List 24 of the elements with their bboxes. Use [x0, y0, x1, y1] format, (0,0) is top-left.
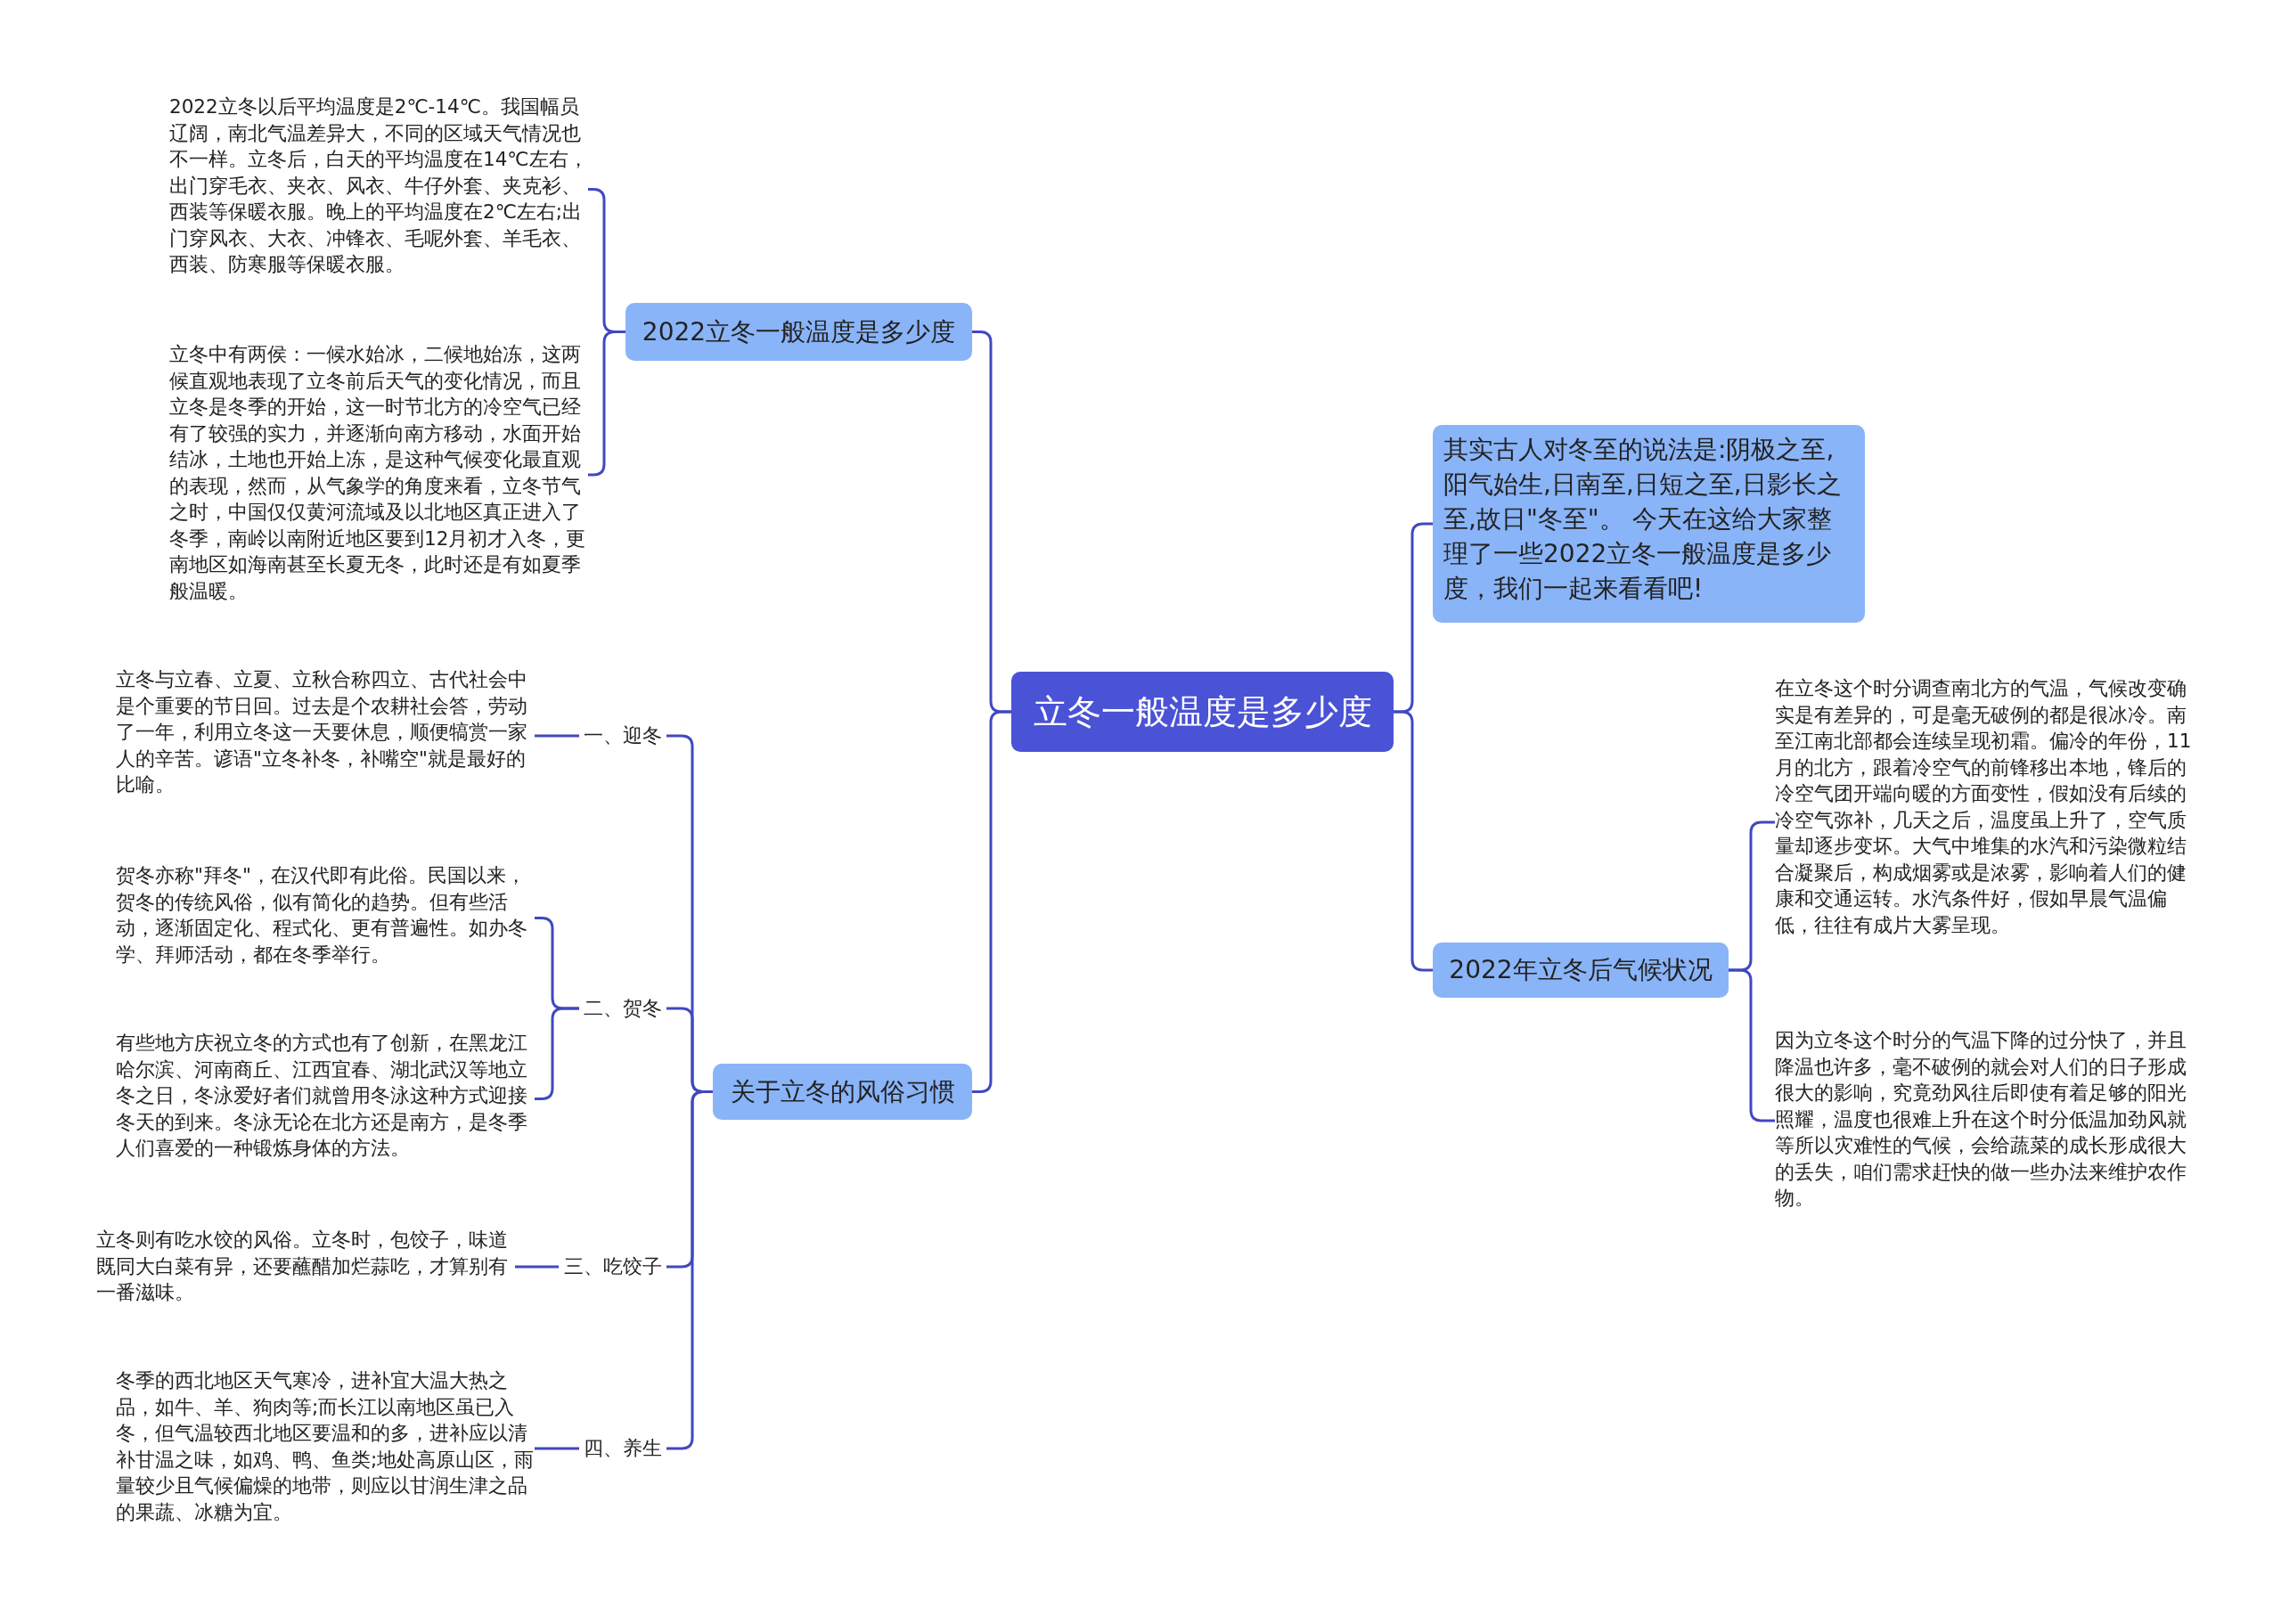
connector-line — [515, 1265, 559, 1269]
connector-line — [535, 1447, 579, 1450]
connector-line — [1394, 710, 1433, 972]
note-text: 因为立冬这个时分的气温下降的过分快了，并且降温也许多，毫不破例的就会对人们的日子形成很大的影响，究竟劲风往后即使有着足够的阳光照耀，温度也很难上升在这个时分低温加劲风就等所以灾难性的气候，会给蔬菜的成长形成很大的丢失，咱们需求赶快的做一些办法来维护农作物。 — [1775, 1027, 2194, 1214]
note-text: 冬季的西北地区天气寒冷，进补宜大温大热之品，如牛、羊、狗肉等;而长江以南地区虽已入冬，但气温较西北地区要温和的多，进补应以清补甘温之味，如鸡、鸭、鱼类;地处高原山区，雨量较少且气候偏燥的地带，则应以甘润生津之品的果蔬、冰糖为宜。 — [116, 1367, 535, 1532]
subtopic-label: 三、吃饺子 — [559, 1253, 666, 1281]
topic-box: 关于立冬的风俗习惯 — [713, 1064, 972, 1120]
note-text: 立冬中有两侯：一候水始冰，二候地始冻，这两候直观地表现了立冬前后天气的变化情况，而且立冬是冬季的开始，这一时节北方的冷空气已经有了较强的实力，并逐渐向南方移动，水面开始结冰，土地也开始上冻，是这种气候变化最直观的表现，然而，从气象学的角度来看，立冬节气之时，中国仅仅黄河流域及以北地区真正进入了冬季，南岭以南附近地区要到12月初才入冬，更南地区如海南甚至长夏无冬，此时还是有如夏季般温暖。 — [169, 341, 588, 608]
note-text: 在立冬这个时分调查南北方的气温，气候改变确实是有差异的，可是毫无破例的都是很冰冷。南至江南北部都会连续呈现初霜。偏冷的年份，11月的北方，跟着冷空气的前锋移出本地，锋后的冷空气团开端向暖的方面变性，假如没有后续的冷空气弥补，几天之后，温度虽上升了，空气质量却逐步变坏。大气中堆集的水汽和污染微粒结合凝聚后，构成烟雾或是浓雾，影响着人们的健康和交通运转。水汽条件好，假如早晨气温偏低，往往有成片大雾呈现。 — [1775, 675, 2194, 969]
connector-line — [535, 734, 579, 738]
intro-box: 其实古人对冬至的说法是:阴极之至,阳气始生,日南至,日短之至,日影长之至,故日"冬至"。 今天在这给大家整理了一些2022立冬一般温度是多少度，我们一起来看看吧! — [1433, 425, 1865, 623]
note-text: 立冬则有吃水饺的风俗。立冬时，包饺子，味道既同大白菜有异，还要蘸醋加烂蒜吃，才算别有一番滋味。 — [96, 1227, 515, 1309]
connector-line — [972, 710, 1011, 1093]
note-text: 有些地方庆祝立冬的方式也有了创新，在黑龙江哈尔滨、河南商丘、江西宜春、湖北武汉等地立冬之日，冬泳爱好者们就曾用冬泳这种方式迎接冬天的到来。冬泳无论在北方还是南方，是冬季人们喜爱的一种锻炼身体的方法。 — [116, 1030, 535, 1168]
note-text: 立冬与立春、立夏、立秋合称四立、古代社会中是个重要的节日回。过去是个农耕社会答，劳动了一年，利用立冬这一天要休息，顺便犒赏一家人的辛苦。谚语"立冬补冬，补嘴空"就是最好的比喻。 — [116, 666, 535, 804]
central-topic-box: 立冬一般温度是多少度 — [1011, 672, 1394, 752]
subtopic-label: 二、贺冬 — [579, 994, 666, 1023]
connector-line — [666, 1090, 713, 1450]
subtopic-label: 一、迎冬 — [579, 722, 666, 750]
note-text: 2022立冬以后平均温度是2℃-14℃。我国幅员辽阔，南北气温差异大，不同的区域天气情况也不一样。立冬后，白天的平均温度在14℃左右，出门穿毛衣、夹衣、风衣、牛仔外套、夹克衫、西装等保暖衣服。晚上的平均温度在2℃左右;出门穿风衣、大衣、冲锋衣、毛呢外套、羊毛衣、西装、防寒服等保暖衣服。 — [169, 94, 588, 285]
topic-box: 2022年立冬后气候状况 — [1433, 943, 1729, 998]
subtopic-label: 四、养生 — [579, 1434, 666, 1463]
note-text: 贺冬亦称"拜冬"，在汉代即有此俗。民国以来，贺冬的传统风俗，似有简化的趋势。但有些活动，逐渐固定化、程式化、更有普遍性。如办冬学、拜师活动，都在冬季举行。 — [116, 862, 535, 974]
topic-box: 2022立冬一般温度是多少度 — [625, 303, 972, 361]
